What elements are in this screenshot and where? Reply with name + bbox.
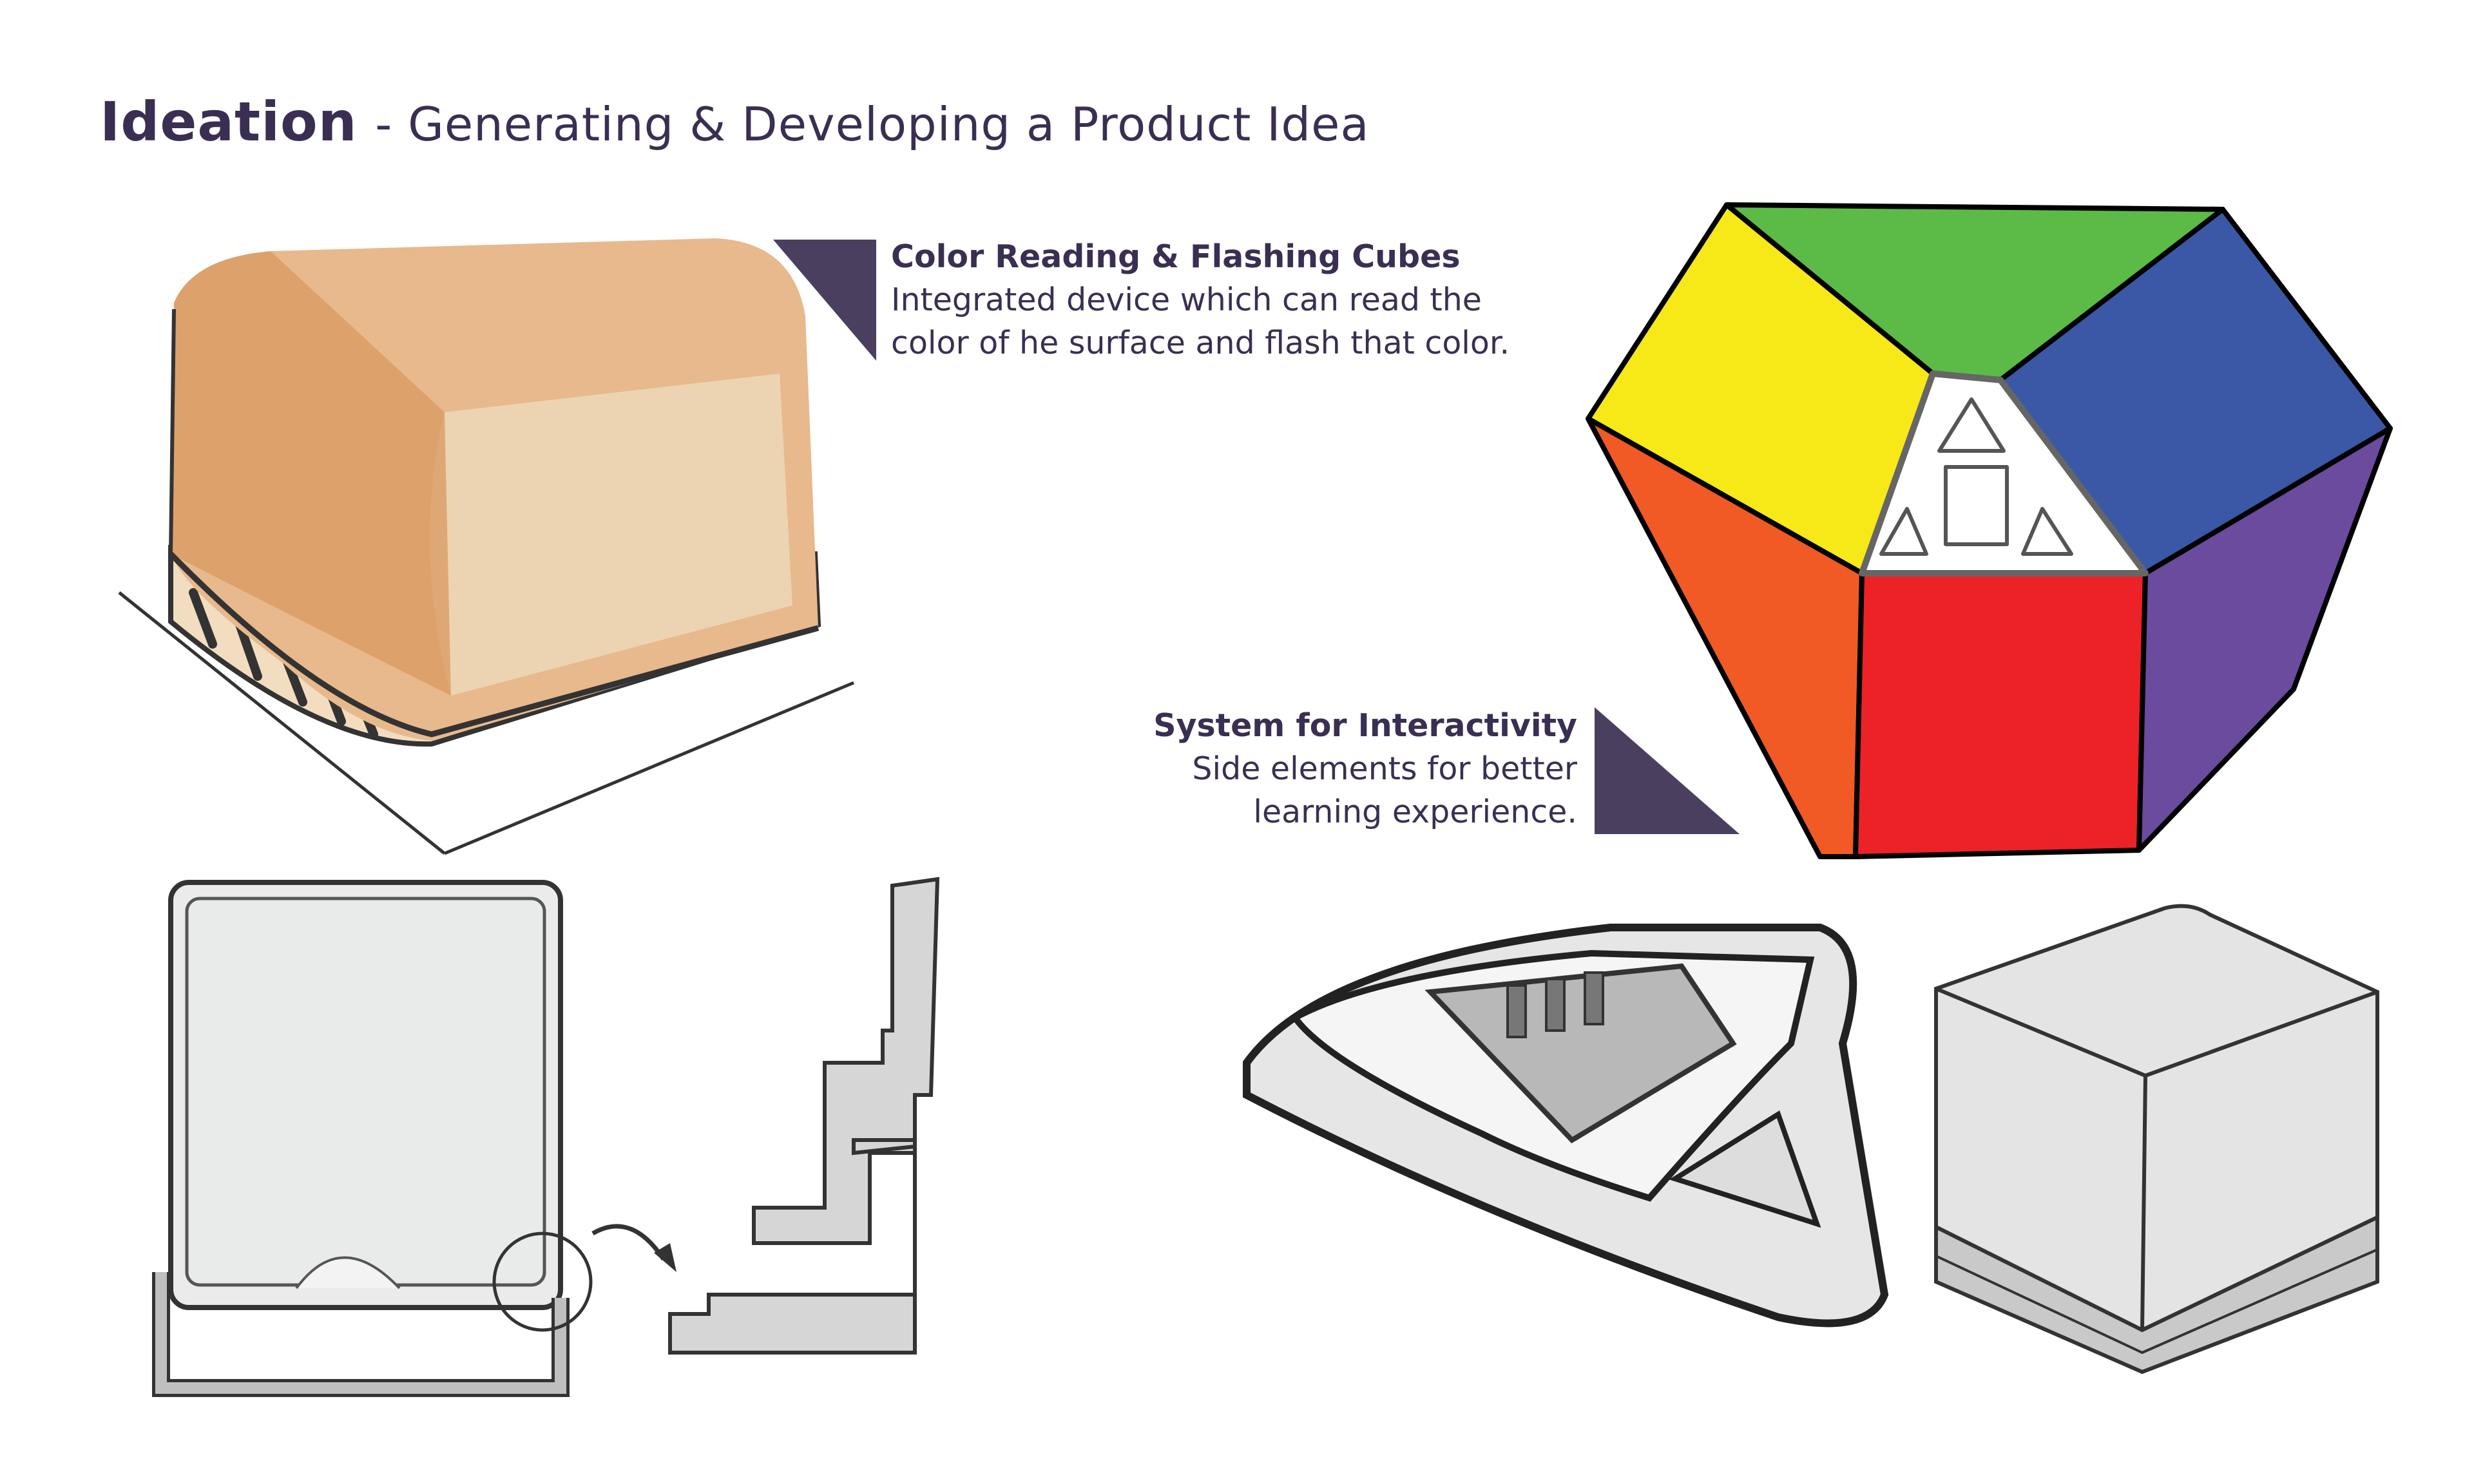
interactivity-line2: learning experience. xyxy=(1253,794,1577,830)
transparent-cube-sketch xyxy=(1934,904,2379,1375)
triangle-marker-mid xyxy=(1595,707,1740,834)
page-title: Ideation - Generating & Developing a Pro… xyxy=(100,90,1370,153)
color-reading-callout: Color Reading & Flashing Cubes Integrate… xyxy=(891,235,1510,365)
orange-cube-sketch xyxy=(118,238,854,855)
color-reading-heading: Color Reading & Flashing Cubes xyxy=(891,238,1461,275)
interactivity-heading: System for Interactivity xyxy=(1153,707,1577,744)
title-bold: Ideation xyxy=(100,90,358,153)
title-subtitle: - Generating & Developing a Product Idea xyxy=(375,97,1370,151)
curved-arrow-icon xyxy=(591,1224,666,1260)
color-hexagon xyxy=(1586,202,2393,859)
triangle-device-sketch xyxy=(1243,924,1889,1327)
color-reading-line2: color of he surface and flash that color… xyxy=(891,325,1510,361)
joint-detail-sketch xyxy=(668,877,940,1355)
cross-section-sketch xyxy=(152,880,676,1397)
triangle-marker-top xyxy=(773,240,876,361)
color-reading-line1: Integrated device which can read the xyxy=(891,281,1482,318)
interactivity-callout: System for Interactivity Side elements f… xyxy=(1095,704,1577,833)
interactivity-line1: Side elements for better xyxy=(1192,750,1577,787)
